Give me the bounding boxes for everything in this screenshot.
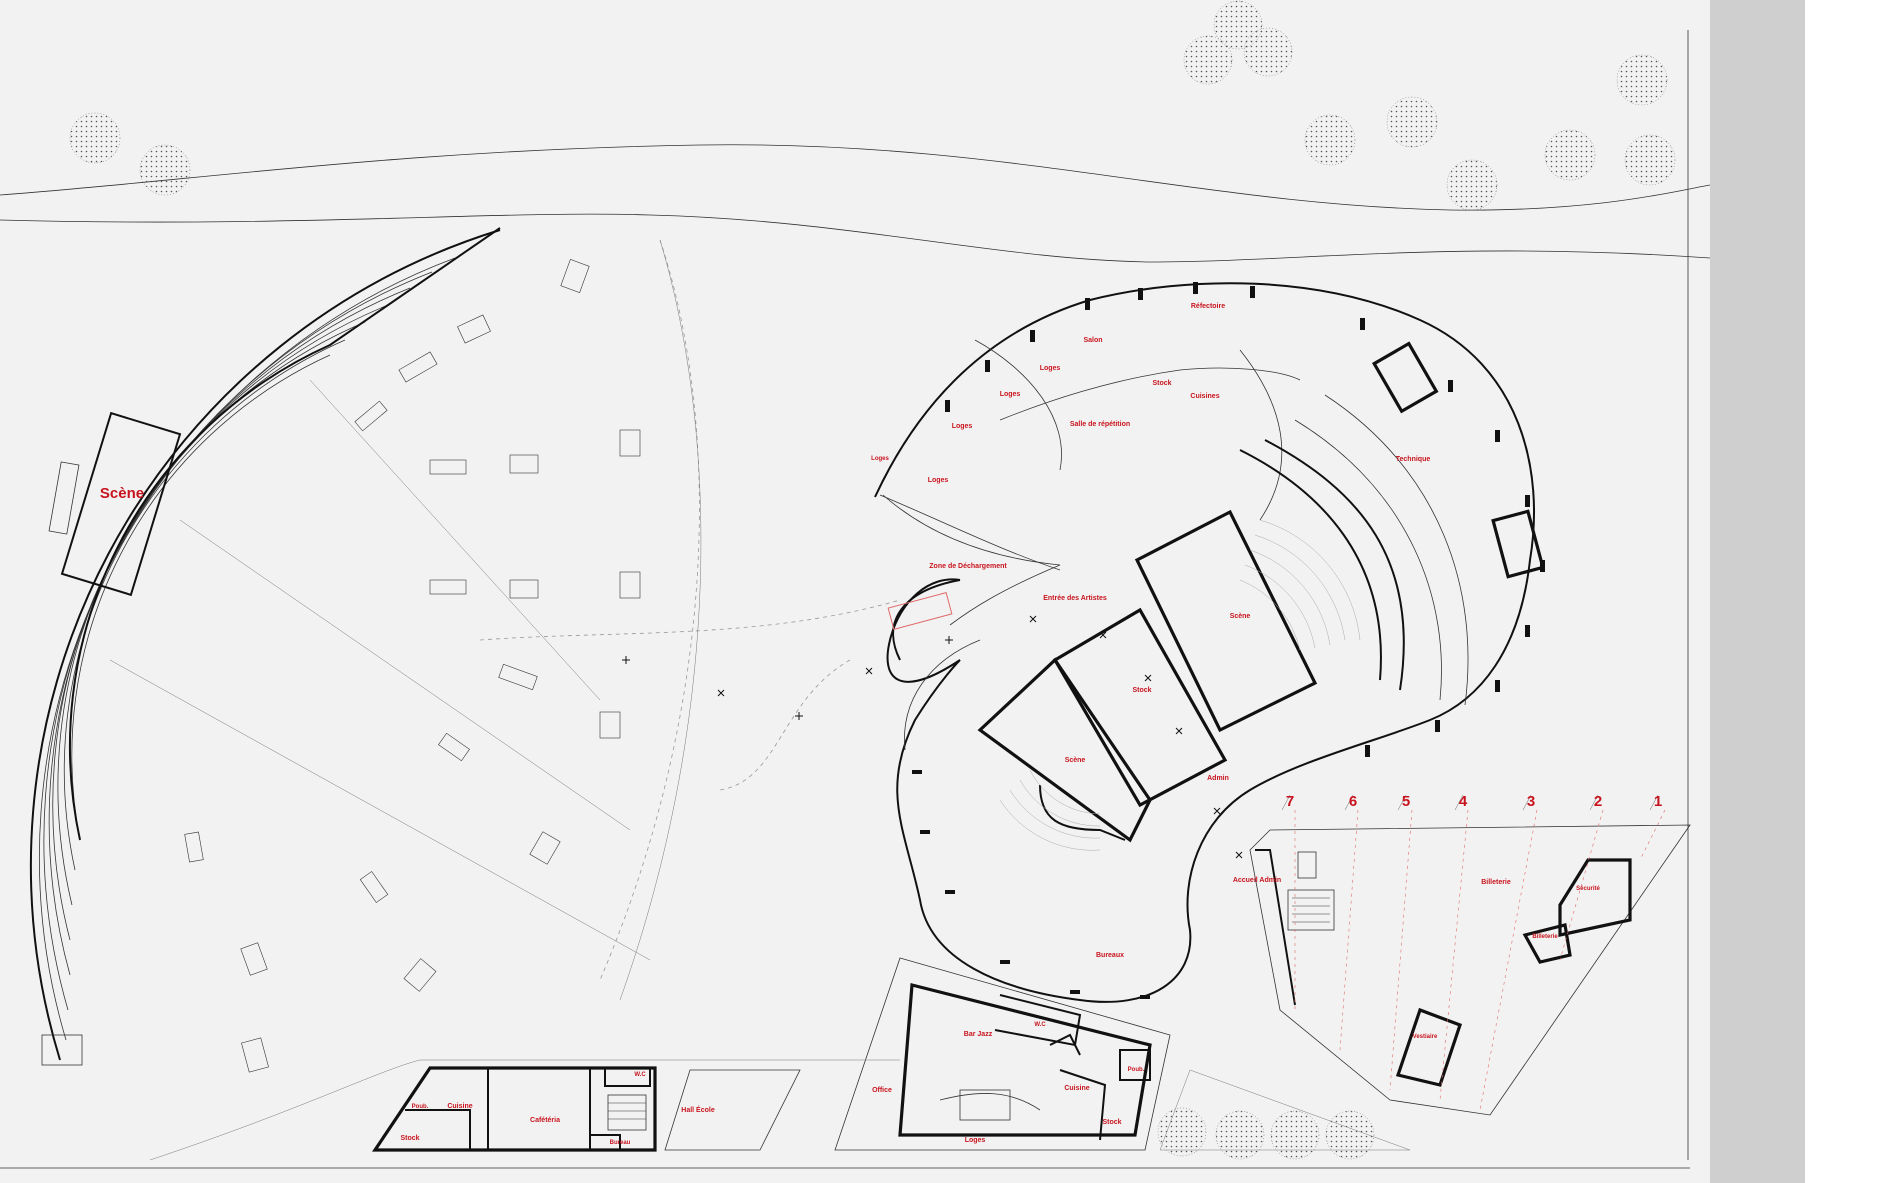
label-hall-ecole: Hall École (681, 1105, 715, 1114)
label-bureau-caf: Bureau (610, 1140, 631, 1146)
label-salon: Salon (1083, 337, 1102, 344)
plan-background (0, 0, 1710, 1183)
river-upper-bank (0, 144, 1711, 211)
label-cuisines: Cuisines (1190, 393, 1219, 400)
label-salle-repetition: Salle de répétition (1070, 421, 1130, 428)
label-cuisine-bar: Cuisine (1064, 1085, 1089, 1092)
axis-label: 6 (1349, 793, 1357, 810)
tree-icon (1157, 1107, 1207, 1157)
lobby-outline (1249, 824, 1691, 1116)
tree-icon (1304, 114, 1356, 166)
tree-icon (1446, 159, 1498, 211)
label-refectoire: Réfectoire (1191, 303, 1225, 310)
bar-jazz-building (834, 957, 1171, 1151)
axis-label: 2 (1594, 793, 1602, 810)
main-stage-box (1134, 509, 1318, 733)
tree-icon (1270, 1110, 1320, 1160)
label-poubelle-caf: Poub. (412, 1104, 429, 1110)
axis-label: 4 (1459, 793, 1468, 810)
tree-icon (1215, 1110, 1265, 1160)
tree-icon (139, 144, 191, 196)
label-bar-jazz: Bar Jazz (964, 1031, 993, 1038)
truck-icon (48, 461, 80, 535)
label-securite: Sécurité (1576, 886, 1600, 892)
tree-icon (1544, 129, 1596, 181)
label-loges-5: Loges (928, 477, 949, 484)
label-technique: Technique (1396, 456, 1431, 463)
label-bureaux: Bureaux (1096, 952, 1124, 959)
label-scene-second: Scène (1065, 757, 1086, 764)
theatre-building (622, 282, 1545, 1003)
lobby-block (1249, 794, 1691, 1116)
tree-icon (1325, 1110, 1375, 1160)
cafeteria-outer (372, 1066, 657, 1152)
label-vestiaire: Vestiaire (1413, 1034, 1438, 1040)
cafeteria-building (372, 1066, 801, 1152)
axis-label: 3 (1527, 793, 1535, 810)
tree-icon (69, 112, 121, 164)
label-stock-top: Stock (1152, 380, 1171, 387)
label-poubelle-bar: Poub. (1128, 1067, 1145, 1073)
tree-icon (1243, 27, 1293, 77)
axis-label: 7 (1286, 793, 1294, 810)
tree-icon (1183, 35, 1233, 85)
label-zone-dechargement: Zone de Déchargement (929, 563, 1007, 570)
label-loges-4: Loges (871, 456, 889, 462)
room-labels: Zone de Déchargement Entrée des Artistes… (400, 303, 1600, 1146)
tree-icon (1624, 134, 1676, 186)
label-cuisine-caf: Cuisine (447, 1103, 472, 1110)
label-scene-main: Scène (1230, 613, 1251, 620)
label-loges-3: Loges (952, 423, 973, 430)
label-loges-2: Loges (1000, 391, 1021, 398)
axis-label: 1 (1654, 793, 1662, 810)
label-stock-center: Stock (1132, 687, 1151, 694)
trees (69, 0, 1676, 1160)
label-wc-bar: W.C (1034, 1022, 1046, 1028)
bar-outer (834, 957, 1171, 1151)
label-billeterie: Billeterie (1481, 879, 1511, 886)
tree-icon (1616, 54, 1668, 106)
tree-icon (1386, 96, 1438, 148)
stock-box (1052, 607, 1228, 808)
truck-outline (887, 591, 953, 631)
theatre-outer-wall (874, 282, 1536, 1003)
label-admin: Admin (1207, 775, 1229, 782)
label-accueil-admin: Accueil Admin (1233, 877, 1281, 884)
label-cafeteria: Cafétéria (530, 1117, 560, 1124)
label-loges-bar: Loges (965, 1137, 986, 1144)
label-office: Office (872, 1087, 892, 1094)
label-loges-1: Loges (1040, 365, 1061, 372)
label-stock-bar: Stock (1102, 1119, 1121, 1126)
label-entree-artistes: Entrée des Artistes (1043, 595, 1107, 602)
outdoor-stage-label: Scène (100, 485, 144, 502)
grid-axis-labels: 7 6 5 4 3 2 1 (1286, 793, 1662, 810)
second-stage-box (977, 657, 1152, 843)
river-lower-bank (0, 213, 1711, 263)
label-wc-caf: W.C (634, 1072, 646, 1078)
page-edge (1805, 0, 1900, 1183)
label-billeterie-2: Billeterie (1532, 934, 1558, 940)
label-stock-caf: Stock (400, 1135, 419, 1142)
outdoor-stage (60, 411, 182, 597)
margin-bar (1710, 0, 1805, 1183)
axis-label: 5 (1402, 793, 1410, 810)
amphitheatre: Scène (29, 227, 651, 1073)
